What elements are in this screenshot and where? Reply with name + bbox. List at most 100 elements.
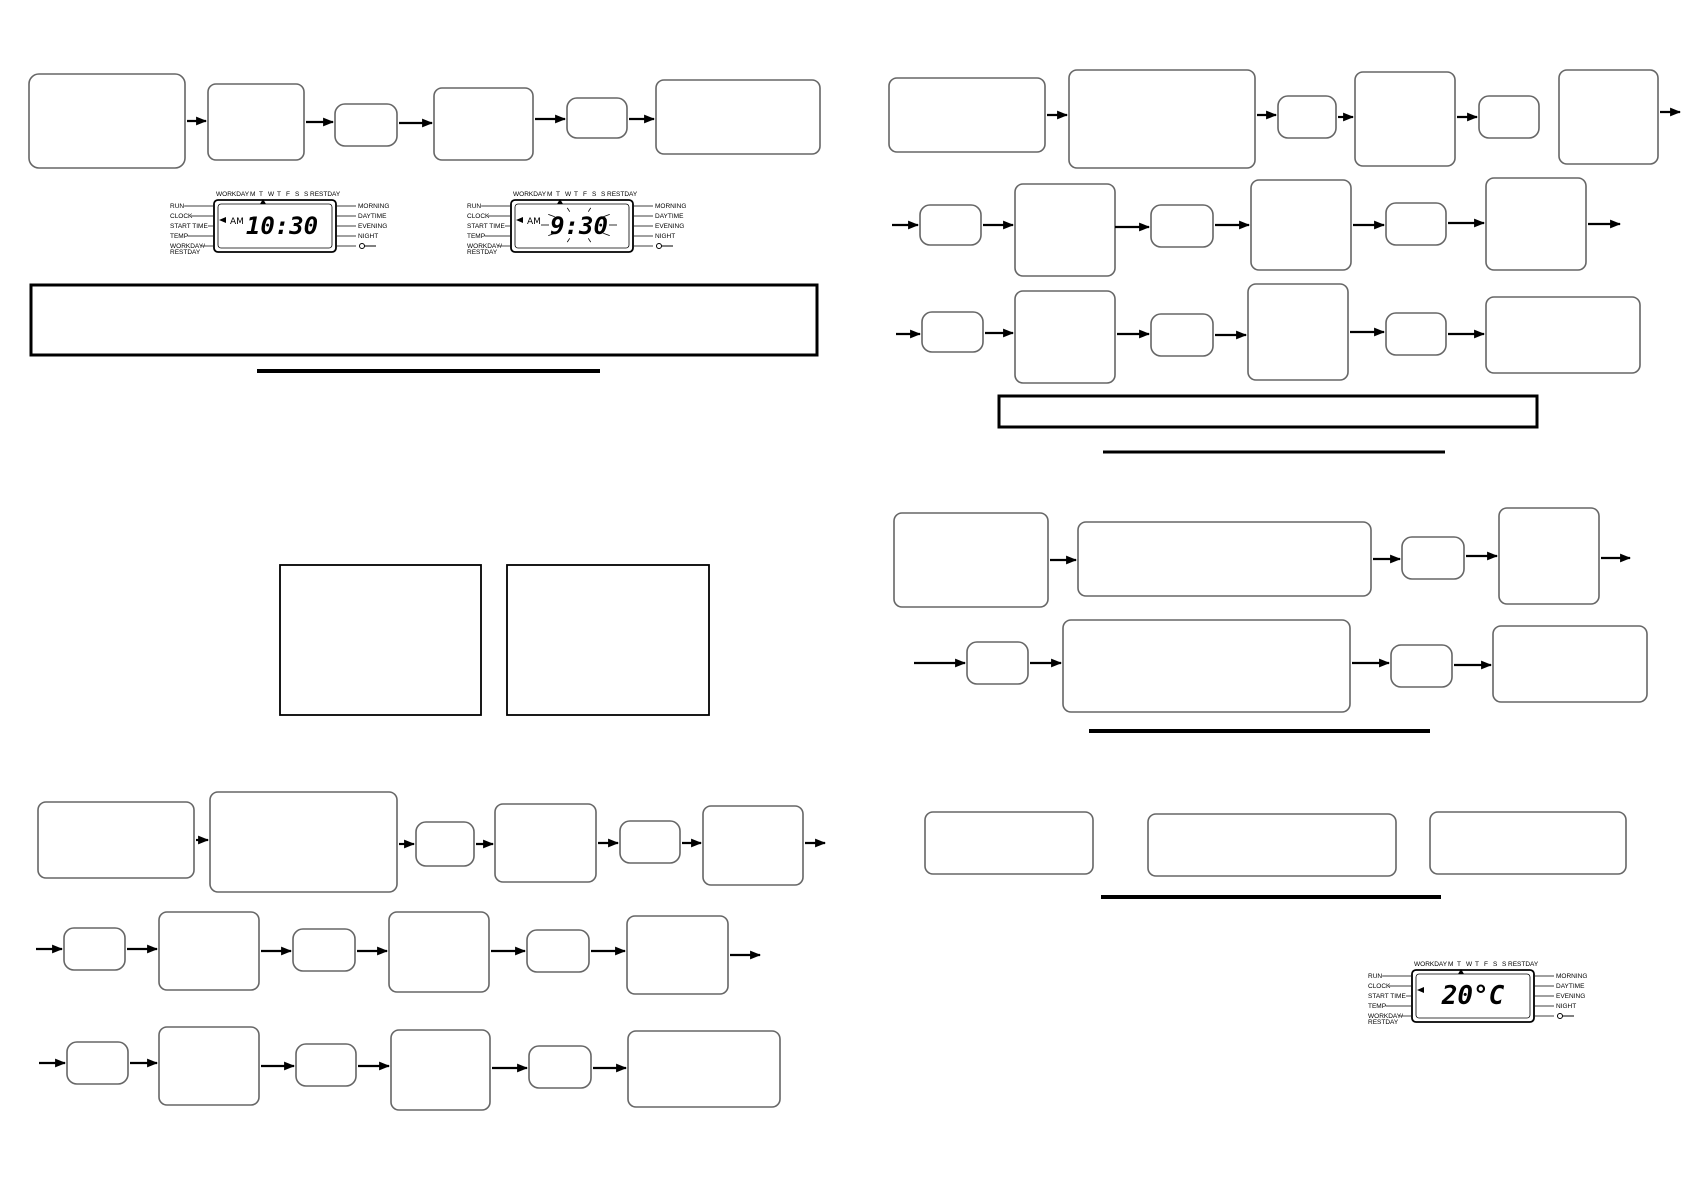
flow-step-box	[702, 805, 804, 886]
flow-step-box	[207, 83, 305, 161]
flow-step-box	[1014, 183, 1116, 277]
mode-label: START TIME	[1368, 993, 1406, 1000]
mode-label: CLOCK	[1368, 983, 1391, 990]
day-label: T	[277, 191, 281, 198]
day-label: S	[592, 191, 597, 198]
flow-step-box	[1385, 202, 1447, 246]
flow-step-box	[66, 1041, 129, 1085]
mode-label: RESTDAY	[170, 249, 201, 256]
ampm-indicator: AM	[527, 217, 541, 227]
flash-mark	[587, 238, 592, 243]
mode-label: WORKDAY/	[170, 243, 205, 250]
flow-step-box	[526, 929, 590, 973]
day-label: W	[565, 191, 572, 198]
period-label: NIGHT	[1556, 1003, 1576, 1010]
lcd-screen	[213, 199, 337, 253]
flow-step-box	[1150, 313, 1214, 357]
flow-step-box	[966, 641, 1029, 685]
day-label: T	[556, 191, 560, 198]
flow-step-box	[1478, 95, 1540, 139]
flash-mark	[548, 232, 555, 236]
flow-step-box	[919, 204, 982, 246]
lcd-inner-frame	[1415, 973, 1531, 1019]
workday-label: WORKDAY	[513, 191, 547, 198]
period-label: MORNING	[1556, 973, 1587, 980]
flow-step-box	[63, 927, 126, 971]
pointer-icon	[1417, 987, 1424, 993]
day-indicator-icon	[260, 199, 266, 204]
flow-step-box	[921, 311, 984, 353]
flow-step-box	[1390, 644, 1453, 688]
period-label: DAYTIME	[358, 213, 387, 220]
lcd-digits: 20°C	[1441, 981, 1505, 1011]
flow-step-box	[924, 811, 1094, 875]
flow-step-box	[1062, 619, 1351, 713]
mode-label: RUN	[467, 203, 481, 210]
flow-step-box	[893, 512, 1049, 608]
flow-step-box	[390, 1029, 491, 1111]
flow-step-box	[1498, 507, 1600, 605]
day-label: M	[250, 191, 255, 198]
flow-step-box	[1558, 69, 1659, 165]
period-label: EVENING	[358, 223, 387, 230]
flow-step-box	[494, 803, 597, 883]
flow-step-box	[1250, 179, 1352, 271]
day-label: W	[1466, 961, 1473, 968]
flow-step-box	[433, 87, 534, 161]
period-label: NIGHT	[655, 233, 675, 240]
day-label: S	[1502, 961, 1507, 968]
period-label: EVENING	[1556, 993, 1585, 1000]
flow-step-box	[1485, 296, 1641, 374]
mode-label: TEMP	[467, 233, 485, 240]
flow-step-box	[1014, 290, 1116, 384]
day-label: S	[601, 191, 606, 198]
illustration-frame	[506, 564, 710, 716]
day-label: T	[1457, 961, 1461, 968]
note-box	[29, 283, 819, 357]
flash-mark	[548, 214, 555, 218]
mode-label: TEMP	[1368, 1003, 1386, 1010]
flow-step-box	[1247, 283, 1349, 381]
period-label: MORNING	[358, 203, 389, 210]
flow-step-box	[1147, 813, 1397, 877]
mode-label: RUN	[170, 203, 184, 210]
mode-label: WORKDAY/	[467, 243, 502, 250]
mode-label: RESTDAY	[1368, 1019, 1399, 1026]
lcd-inner-frame	[217, 203, 333, 249]
day-label: T	[259, 191, 263, 198]
day-label: S	[295, 191, 300, 198]
pointer-icon	[516, 217, 523, 223]
illustration-frame	[279, 564, 482, 716]
mode-label: CLOCK	[467, 213, 490, 220]
mode-label: TEMP	[170, 233, 188, 240]
flow-step-box	[28, 73, 186, 169]
flow-step-box	[566, 97, 628, 139]
flow-step-box	[627, 1030, 781, 1108]
day-label: T	[574, 191, 578, 198]
workday-label: WORKDAY	[216, 191, 250, 198]
day-label: F	[286, 191, 290, 198]
flow-step-box	[37, 801, 195, 879]
key-icon	[1557, 1013, 1563, 1019]
period-label: MORNING	[655, 203, 686, 210]
period-label: DAYTIME	[655, 213, 684, 220]
flow-step-box	[888, 77, 1046, 153]
day-label: S	[304, 191, 309, 198]
key-icon	[359, 243, 365, 249]
restday-label: RESTDAY	[310, 191, 341, 198]
flow-step-box	[209, 791, 398, 893]
ampm-indicator: AM	[230, 217, 244, 227]
period-label: NIGHT	[358, 233, 378, 240]
flow-step-box	[1277, 95, 1337, 139]
mode-label: RESTDAY	[467, 249, 498, 256]
lcd-digits: 9:30	[550, 212, 608, 240]
flow-step-box	[1150, 204, 1214, 248]
day-label: S	[1493, 961, 1498, 968]
mode-label: RUN	[1368, 973, 1382, 980]
pointer-icon	[219, 217, 226, 223]
flow-step-box	[1354, 71, 1456, 167]
